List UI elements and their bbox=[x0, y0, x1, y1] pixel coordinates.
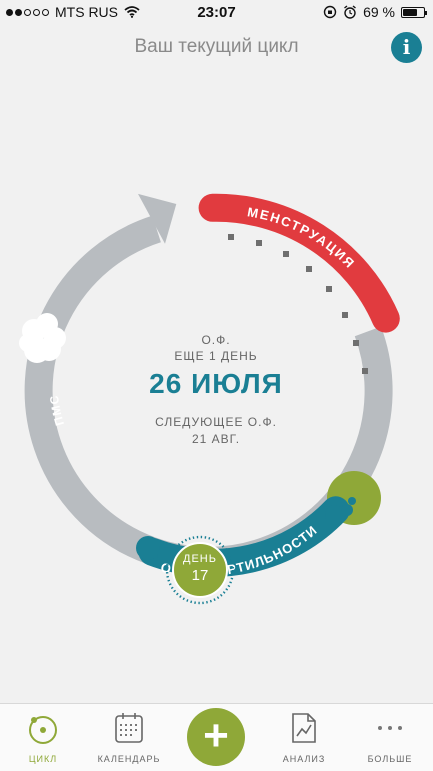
menstruation-arc[interactable] bbox=[198, 193, 400, 333]
cycle-arrow-head bbox=[138, 193, 177, 244]
analysis-icon bbox=[292, 713, 316, 743]
next-ovulation-date: 21 АВГ. bbox=[191, 432, 241, 446]
pms-cloud-icon bbox=[19, 313, 66, 363]
tab-calendar[interactable]: КАЛЕНДАРЬ bbox=[86, 704, 172, 771]
ovulation-countdown: ЕЩЕ 1 ДЕНЬ bbox=[174, 349, 258, 363]
tab-calendar-label: КАЛЕНДАРЬ bbox=[97, 754, 161, 764]
ovulation-label: О.Ф. bbox=[201, 333, 231, 347]
ovulation-date: 26 ИЮЛЯ bbox=[149, 368, 283, 399]
cycle-icon bbox=[29, 716, 57, 744]
cycle-track bbox=[24, 215, 393, 575]
info-button[interactable]: i bbox=[391, 32, 422, 63]
page-title: Ваш текущий цикл bbox=[134, 36, 299, 57]
cycle-day-dots bbox=[228, 234, 368, 374]
tab-more-label: БОЛЬШЕ bbox=[367, 754, 413, 764]
carrier-label: MTS RUS bbox=[55, 4, 118, 20]
day-badge-number: 17 bbox=[191, 567, 209, 584]
calendar-icon bbox=[115, 713, 143, 743]
orientation-lock-icon bbox=[323, 5, 337, 19]
pms-label: ПМС bbox=[47, 393, 67, 427]
day-badge-label: ДЕНЬ bbox=[183, 553, 217, 565]
clock: 23:07 bbox=[197, 4, 236, 21]
tab-analysis[interactable]: АНАЛИЗ bbox=[261, 704, 347, 771]
more-icon bbox=[378, 726, 402, 730]
current-day-badge[interactable]: ДЕНЬ 17 bbox=[172, 542, 228, 598]
tab-cycle[interactable]: ЦИКЛ bbox=[0, 704, 86, 771]
status-bar: MTS RUS 23:07 69 % bbox=[0, 0, 433, 24]
add-button[interactable]: + bbox=[187, 708, 245, 766]
day-badge-ring bbox=[165, 535, 235, 605]
fertility-bubbles bbox=[136, 497, 356, 565]
alarm-icon bbox=[344, 5, 357, 19]
tab-analysis-label: АНАЛИЗ bbox=[282, 754, 326, 764]
next-ovulation-label: СЛЕДУЮЩЕЕ О.Ф. bbox=[155, 415, 277, 429]
battery-icon bbox=[401, 6, 427, 18]
signal-icon bbox=[6, 8, 49, 16]
battery-percent: 69 % bbox=[363, 4, 395, 20]
tab-more[interactable]: БОЛЬШЕ bbox=[347, 704, 433, 771]
tab-cycle-label: ЦИКЛ bbox=[28, 754, 58, 764]
wifi-icon bbox=[124, 6, 140, 18]
